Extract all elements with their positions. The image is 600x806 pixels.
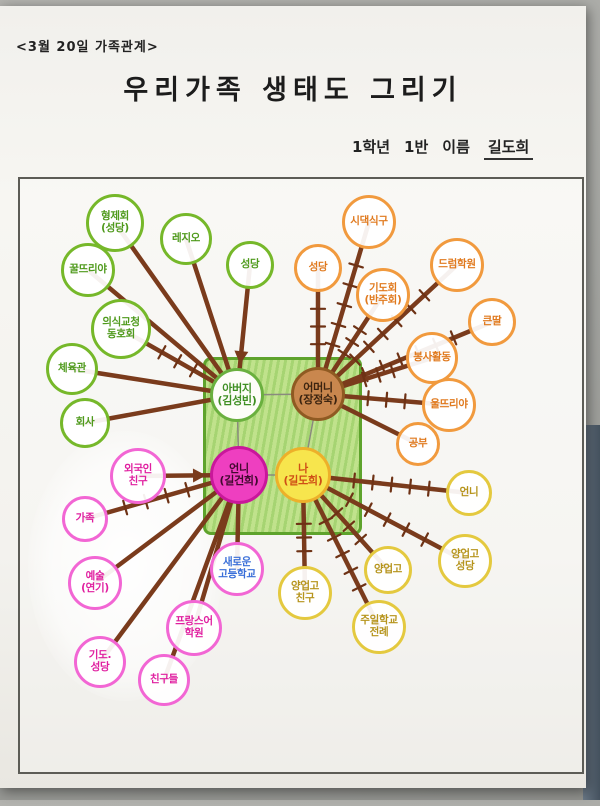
node-gongbu: 공부 [396, 422, 440, 466]
node-label: 양업고 [374, 564, 402, 576]
node-yesul-yeongi: 예술 (연기) [68, 556, 122, 610]
member-label: 아버지 (김성빈) [218, 383, 257, 408]
node-keundal: 큰딸 [468, 298, 516, 346]
node-label: 드럼학원 [438, 259, 475, 271]
family-member-father: 아버지 (김성빈) [210, 368, 264, 422]
paper-sheet: <3월 20일 가족관계> 우리가족 생태도 그리기 1학년 1반 이름 길도희… [0, 6, 586, 788]
node-label: 큰딸 [483, 316, 502, 328]
node-label: 외국인 친구 [124, 464, 152, 488]
node-label: 기도. 성당 [89, 650, 111, 674]
node-kkultteuriyas: 꿀뜨리야 [61, 243, 115, 297]
node-hoesa: 회사 [60, 398, 110, 448]
node-seongdang-orange: 성당 [294, 244, 342, 292]
node-label: 울뜨리야 [430, 399, 467, 411]
node-label: 레지오 [172, 233, 200, 245]
node-seongdang-green: 성당 [226, 241, 274, 289]
node-ultteuriyas: 울뜨리야 [422, 378, 476, 432]
node-label: 성당 [309, 262, 328, 274]
node-label: 시댁식구 [350, 216, 387, 228]
node-label: 가족 [76, 513, 95, 525]
node-saeroun-godeung: 새로운 고등학교 [210, 542, 264, 596]
node-sidaek-sikgu: 시댁식구 [342, 195, 396, 249]
node-legio: 레지오 [160, 213, 212, 265]
node-label: 봉사활동 [413, 352, 450, 364]
member-label: 언니 (길건희) [220, 463, 259, 488]
node-label: 의식교청 동호회 [102, 317, 139, 341]
node-yangeopgo: 양업고 [364, 546, 412, 594]
member-label: 어머니 (장정숙) [299, 382, 338, 407]
node-yangeopgo-chingu: 양업고 친구 [278, 566, 332, 620]
node-chingudeul: 친구들 [138, 654, 190, 706]
node-bongsa-hwaldong: 봉사활동 [406, 332, 458, 384]
node-label: 회사 [76, 417, 95, 429]
node-label: 프랑스어 학원 [175, 616, 212, 640]
node-juil-hakgyo: 주일학교 전례 [352, 600, 406, 654]
node-gido-seongdang: 기도. 성당 [74, 636, 126, 688]
node-label: 형제회 (성당) [101, 211, 129, 235]
family-member-mother: 어머니 (장정숙) [291, 367, 345, 421]
node-label: 새로운 고등학교 [218, 557, 255, 581]
node-oegugin-chingu: 외국인 친구 [110, 448, 166, 504]
node-uisik-donghohoe: 의식교청 동호회 [91, 299, 151, 359]
node-deureom-hagwon: 드럼학원 [430, 238, 484, 292]
node-label: 예술 (연기) [81, 571, 109, 595]
node-gajok: 가족 [62, 496, 108, 542]
node-cheyukgwan: 체육관 [46, 343, 98, 395]
family-member-sister: 언니 (길건희) [210, 446, 268, 504]
node-yangeopgo-seongdang: 양업고 성당 [438, 534, 492, 588]
node-label: 공부 [409, 438, 428, 450]
node-label: 양업고 성당 [451, 549, 479, 573]
node-gidohoe: 기도회 (반주회) [356, 268, 410, 322]
node-label: 체육관 [58, 363, 86, 375]
node-peurangseu-hagwon: 프랑스어 학원 [166, 600, 222, 656]
node-label: 친구들 [150, 674, 178, 686]
node-label: 기도회 (반주회) [364, 283, 401, 307]
member-label: 나 (길도희) [284, 463, 323, 488]
node-label: 주일학교 전례 [360, 615, 397, 639]
node-eonni: 언니 [446, 470, 492, 516]
family-member-me: 나 (길도희) [275, 447, 331, 503]
node-label: 꿀뜨리야 [69, 264, 106, 276]
node-label: 언니 [460, 487, 479, 499]
node-label: 성당 [241, 259, 260, 271]
node-label: 양업고 친구 [291, 581, 319, 605]
